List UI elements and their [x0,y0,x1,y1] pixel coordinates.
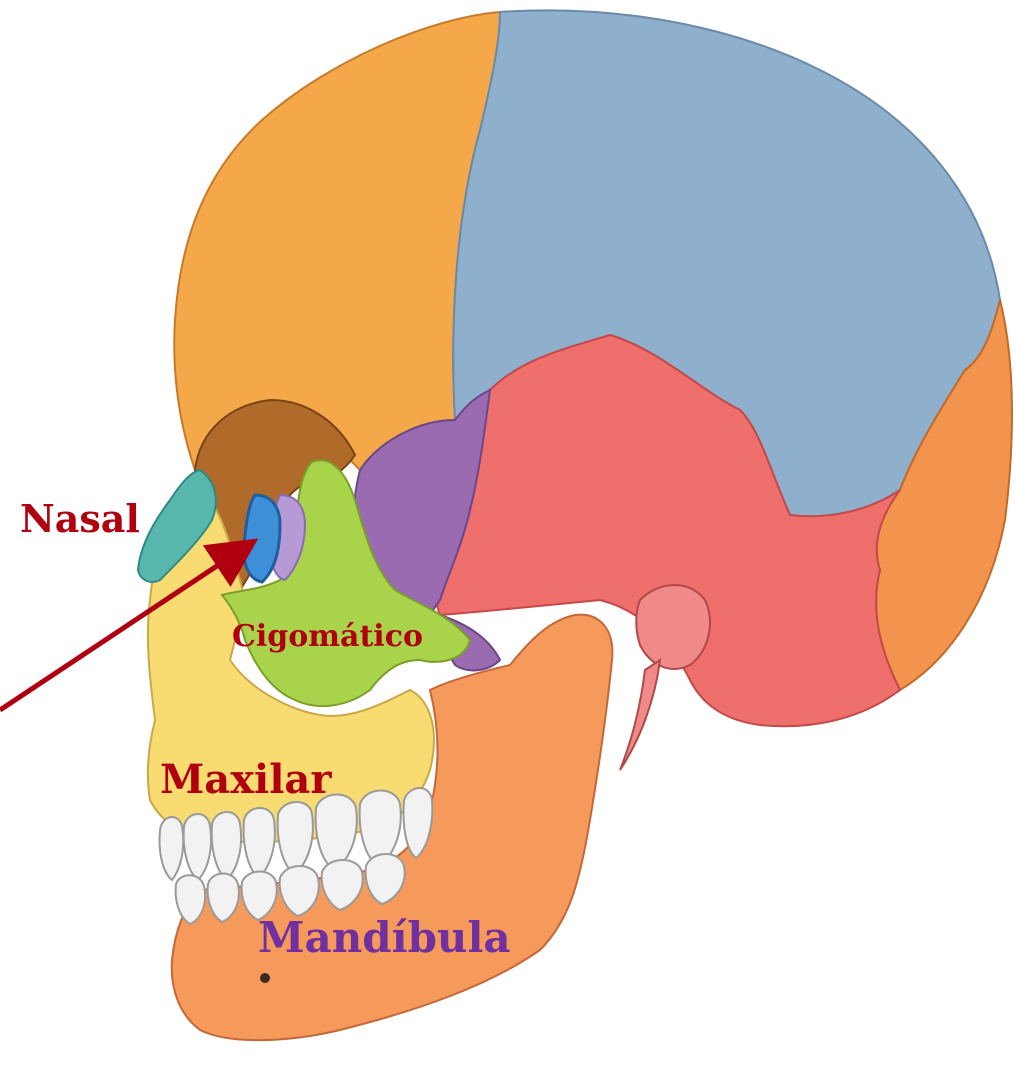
frontal-bone [174,12,500,470]
tooth [184,814,211,880]
tooth [244,808,275,878]
tooth [160,817,184,880]
label-mandibula: Mandíbula [258,917,511,959]
label-cigomatico: Cigomático [232,622,423,652]
ear-canal [636,585,710,669]
tooth [278,802,313,874]
label-nasal: Nasal [20,500,140,538]
tooth [316,795,357,871]
label-maxilar: Maxilar [160,760,331,800]
mental-foramen [260,973,270,983]
styloid-process [620,660,660,770]
tooth [212,812,241,880]
